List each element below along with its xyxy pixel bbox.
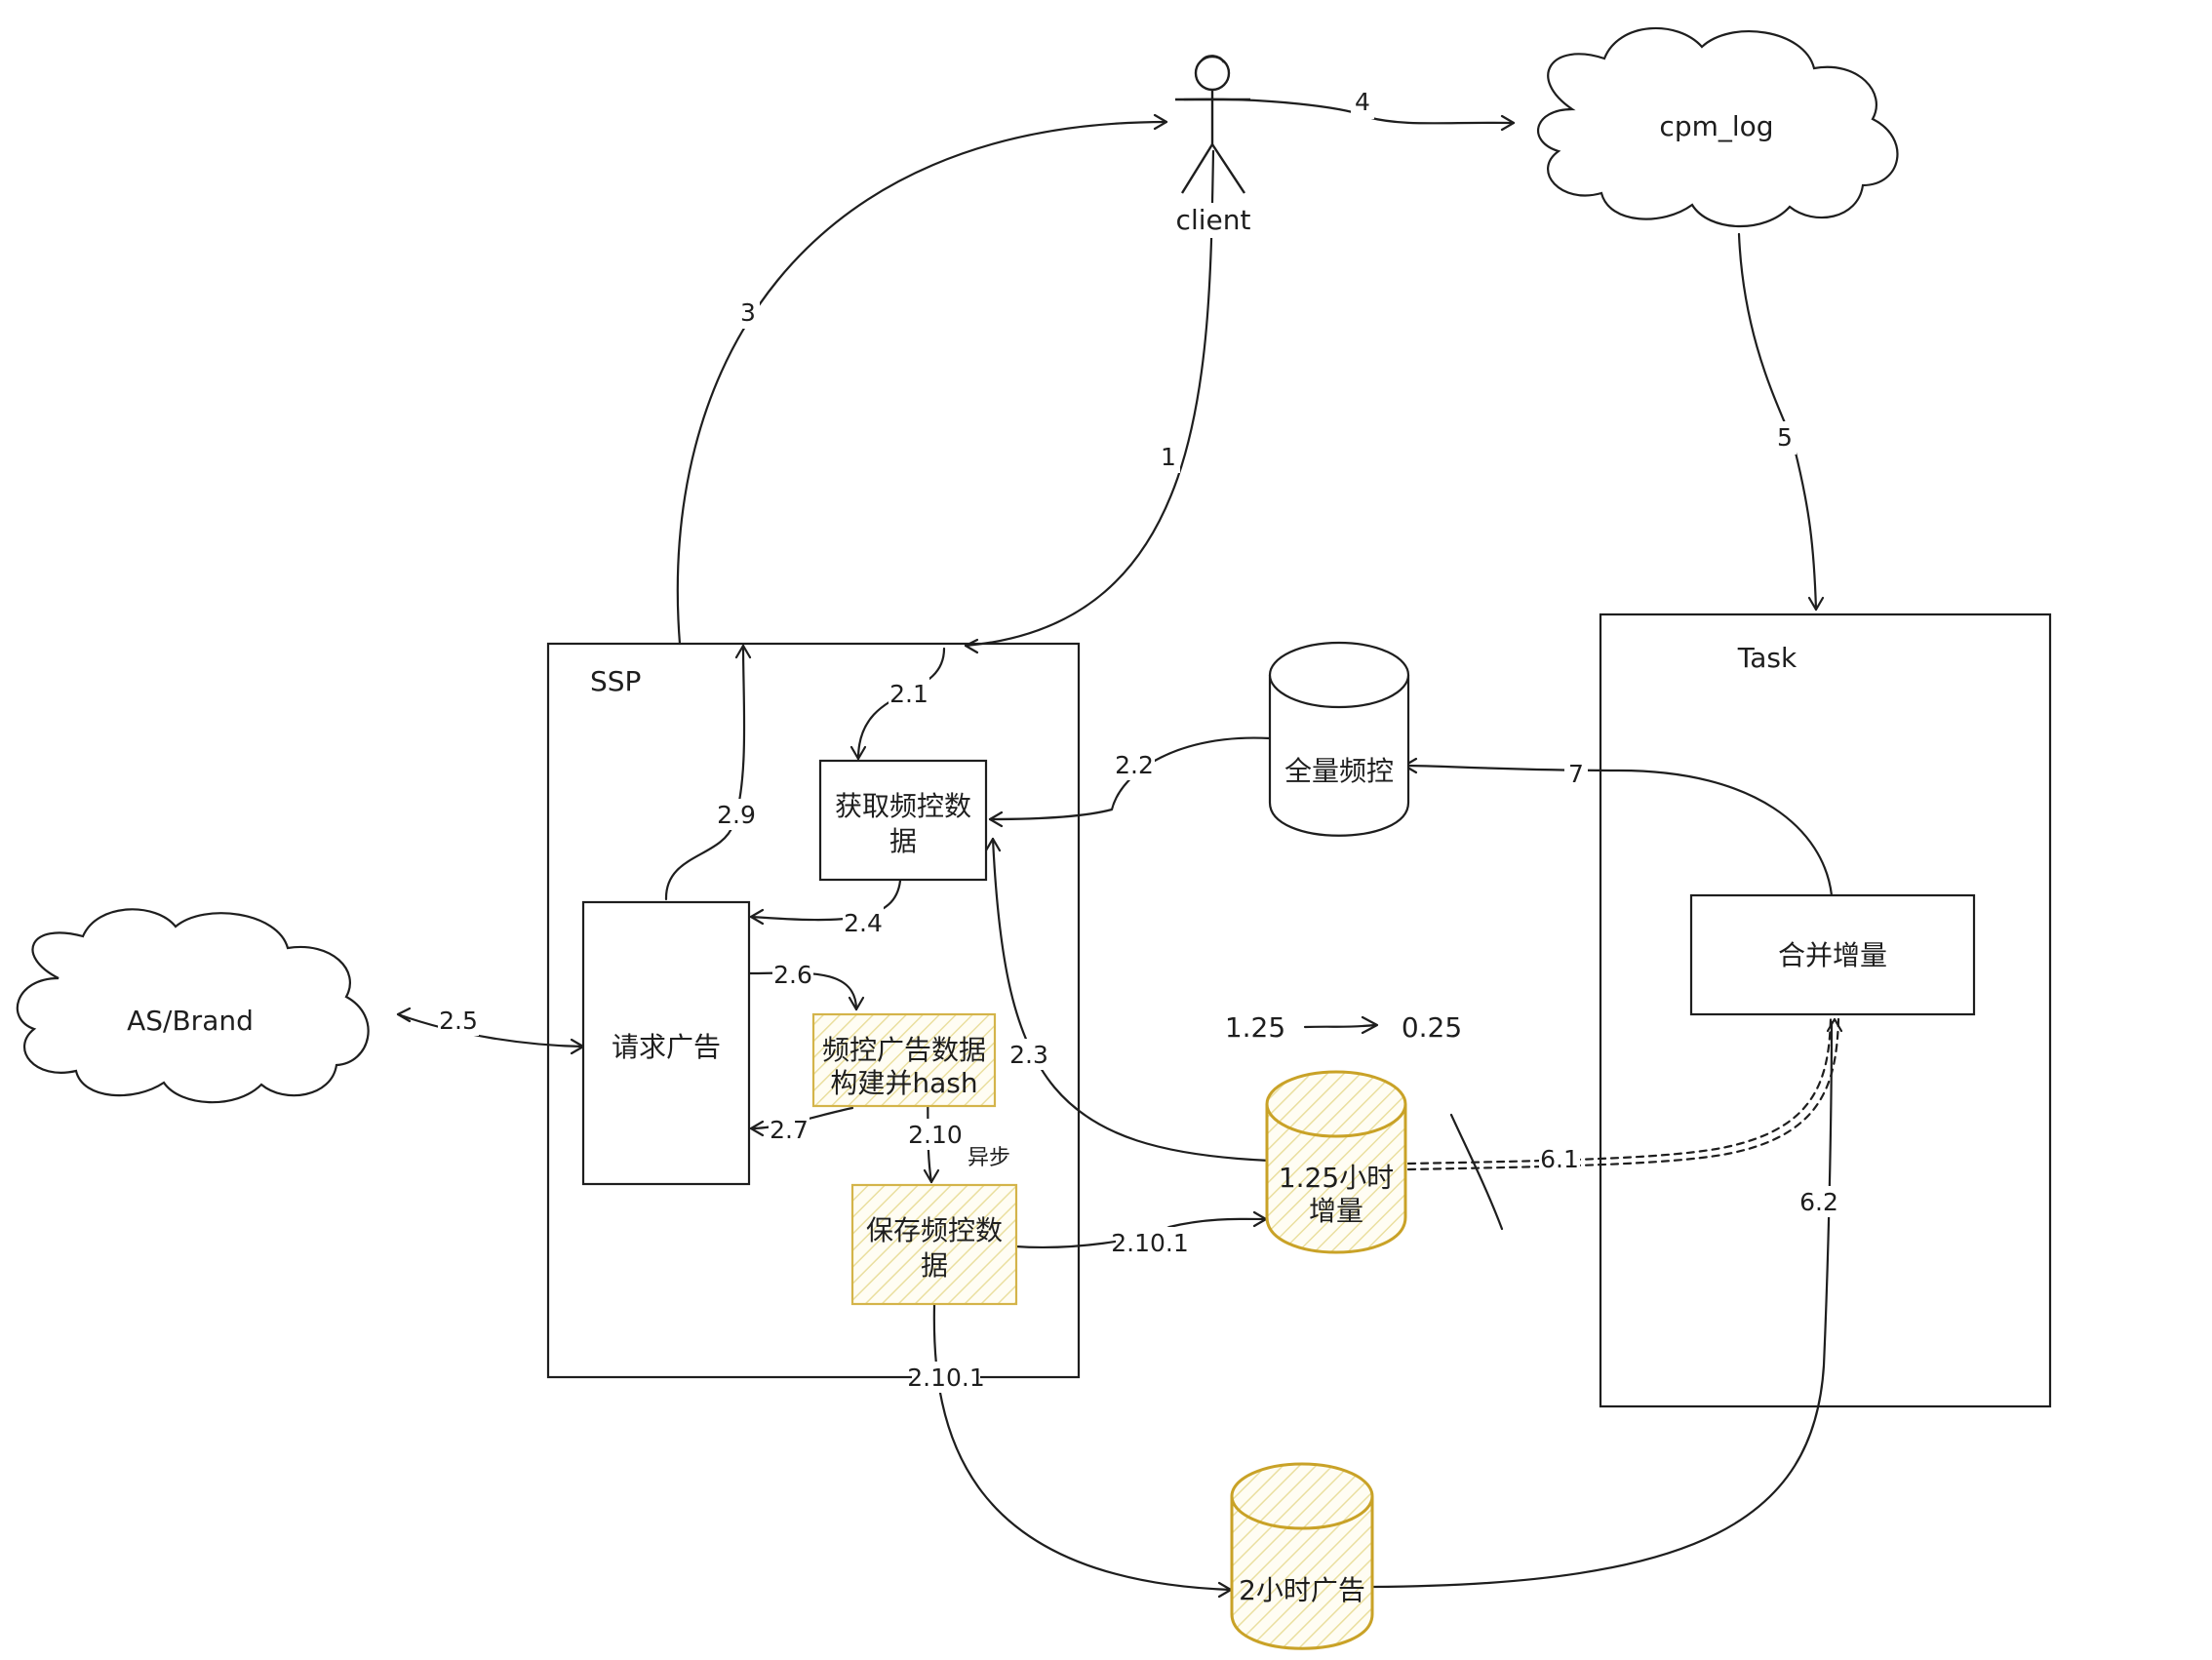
edge-label-2-10: 2.10 bbox=[908, 1121, 963, 1149]
edge-2-10-1b bbox=[932, 1303, 1233, 1592]
task-title: Task bbox=[1737, 642, 1797, 674]
increment-1-25h-line-1: 1.25小时 bbox=[1279, 1162, 1394, 1194]
edge-3 bbox=[676, 120, 1168, 646]
merge-increment-node[interactable]: 合并增量 bbox=[1689, 893, 1976, 1016]
edge-note-async: 异步 bbox=[968, 1146, 1010, 1170]
edge-6-2 bbox=[1370, 1020, 1834, 1589]
edge-6-1 bbox=[1406, 1017, 1833, 1166]
get-freq-data-node[interactable]: 获取频控数 据 bbox=[818, 759, 988, 882]
get-freq-line-2: 据 bbox=[889, 825, 917, 857]
edge-2-2 bbox=[988, 736, 1272, 821]
edge-2-3 bbox=[991, 837, 1272, 1163]
edge-label-2-3: 2.3 bbox=[1009, 1041, 1048, 1069]
edge-4 bbox=[1182, 98, 1516, 125]
edge-labels: 1 2.1 2.2 2.3 2.4 2.5 2.6 2.7 2.9 2.10 异… bbox=[438, 86, 1839, 1393]
ad-2h-db[interactable]: 2小时广告 bbox=[1230, 1462, 1374, 1650]
cpm-log-cloud[interactable]: cpm_log bbox=[1537, 26, 1899, 228]
merge-increment-label: 合并增量 bbox=[1778, 939, 1887, 971]
edge-label-2-6: 2.6 bbox=[773, 961, 812, 989]
build-hash-node[interactable]: 频控广告数据 构建并hash bbox=[811, 1012, 997, 1108]
edge-label-2-10-1a: 2.10.1 bbox=[1111, 1229, 1189, 1257]
edge-label-2-9: 2.9 bbox=[717, 801, 756, 829]
client-actor[interactable]: client bbox=[1170, 55, 1258, 238]
cut-mark bbox=[1449, 1113, 1504, 1231]
edge-label-2-10-1b: 2.10.1 bbox=[907, 1364, 985, 1392]
edge-label-2-4: 2.4 bbox=[844, 909, 883, 937]
build-hash-line-2: 构建并hash bbox=[830, 1067, 977, 1099]
edge-2-9 bbox=[664, 644, 746, 901]
annotation-from: 1.25 bbox=[1225, 1011, 1285, 1044]
edge-label-2-5: 2.5 bbox=[439, 1007, 478, 1035]
edge-label-6-1: 6.1 bbox=[1540, 1145, 1579, 1173]
edge-label-2-1: 2.1 bbox=[889, 680, 928, 708]
edge-2-5 bbox=[396, 1012, 585, 1048]
as-brand-label: AS/Brand bbox=[127, 1005, 254, 1037]
edge-label-4: 4 bbox=[1355, 88, 1370, 116]
full-freq-label: 全量频控 bbox=[1284, 755, 1394, 787]
edge-label-1: 1 bbox=[1161, 443, 1176, 471]
request-ad-node[interactable]: 请求广告 bbox=[581, 900, 751, 1186]
edge-label-7: 7 bbox=[1568, 760, 1584, 788]
task-container: Task bbox=[1599, 613, 2052, 1408]
build-hash-line-1: 频控广告数据 bbox=[822, 1034, 986, 1066]
as-brand-cloud[interactable]: AS/Brand bbox=[16, 908, 370, 1104]
edge-label-6-2: 6.2 bbox=[1799, 1188, 1838, 1216]
edge-label-3: 3 bbox=[740, 298, 756, 327]
save-freq-data-node[interactable]: 保存频控数 据 bbox=[850, 1183, 1018, 1306]
edge-7 bbox=[1402, 764, 1834, 897]
ratio-annotation: 1.25 0.25 bbox=[1225, 1011, 1462, 1044]
save-freq-line-2: 据 bbox=[921, 1249, 948, 1282]
increment-1-25h-db[interactable]: 1.25小时 增量 bbox=[1265, 1070, 1407, 1254]
edge-label-2-2: 2.2 bbox=[1115, 751, 1154, 779]
request-ad-label: 请求广告 bbox=[612, 1031, 721, 1063]
ssp-title: SSP bbox=[590, 665, 641, 697]
get-freq-line-1: 获取频控数 bbox=[835, 790, 971, 822]
annotation-arrow bbox=[1303, 1023, 1377, 1029]
ad-2h-label: 2小时广告 bbox=[1239, 1574, 1365, 1606]
full-freq-db[interactable]: 全量频控 bbox=[1268, 641, 1410, 837]
edge-label-2-7: 2.7 bbox=[770, 1116, 809, 1144]
annotation-to: 0.25 bbox=[1402, 1011, 1462, 1044]
edge-label-5: 5 bbox=[1777, 423, 1793, 452]
edge-2-6 bbox=[748, 971, 858, 1011]
person-icon bbox=[1175, 55, 1250, 194]
edges bbox=[396, 98, 1843, 1599]
cpm-log-label: cpm_log bbox=[1659, 110, 1773, 142]
increment-1-25h-line-2: 增量 bbox=[1309, 1195, 1363, 1227]
save-freq-line-1: 保存频控数 bbox=[866, 1214, 1003, 1246]
ssp-container: SSP bbox=[546, 642, 1081, 1379]
client-label: client bbox=[1176, 204, 1251, 236]
